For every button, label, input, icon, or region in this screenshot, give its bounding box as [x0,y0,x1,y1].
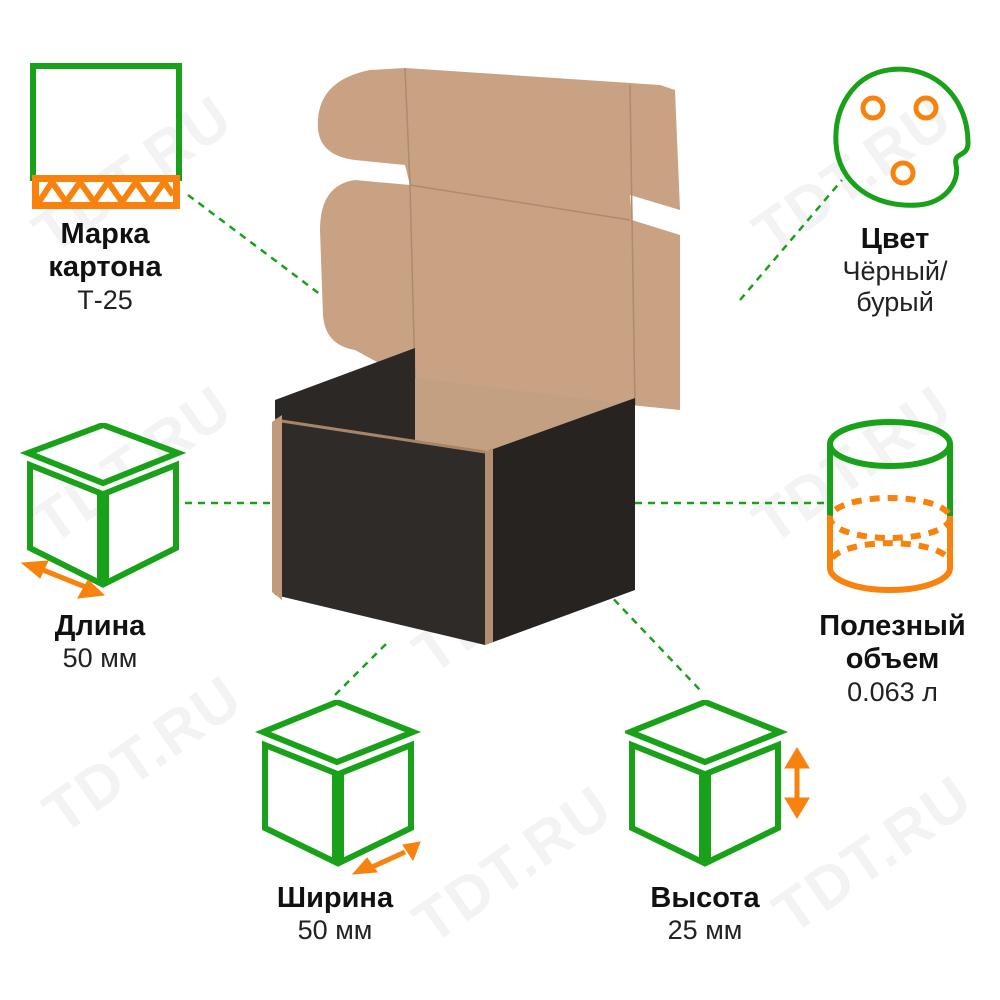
feature-volume-label: Полезный объем 0.063 л [800,610,985,708]
corrugated-board-icon [30,63,182,209]
color-title: Цвет [860,223,930,255]
length-title: Длина [54,610,146,642]
height-value: 25 мм [667,915,743,946]
color-value-2: бурый [856,287,934,318]
feature-grade [30,63,182,211]
volume-title-2: объем [845,643,940,676]
feature-color [828,63,978,213]
product-box-image [272,67,680,645]
volume-title-1: Полезный [819,610,966,642]
feature-color-label: Цвет Чёрный/ бурый [810,223,980,318]
cube-width-icon [255,700,422,875]
color-value-1: Чёрный/ [842,256,948,287]
feature-width [255,700,425,875]
grade-title-1: Марка [60,218,150,250]
volume-value: 0.063 л [847,676,938,707]
feature-grade-label: Марка картона Т-25 [20,218,190,316]
cube-height-icon [625,700,810,867]
feature-length-label: Длина 50 мм [10,610,190,674]
cylinder-volume-icon [827,419,953,593]
cube-length-icon [19,423,187,599]
feature-width-label: Ширина 50 мм [250,882,420,946]
palette-icon [833,66,971,208]
height-title: Высота [650,882,760,914]
width-title: Ширина [276,882,394,914]
feature-height-label: Высота 25 мм [620,882,790,946]
grade-value: Т-25 [77,284,133,315]
grade-title-2: картона [48,251,162,284]
length-value: 50 мм [62,643,138,674]
feature-height [625,700,815,870]
width-value: 50 мм [297,915,373,946]
feature-length [18,423,188,603]
feature-volume [825,418,955,593]
